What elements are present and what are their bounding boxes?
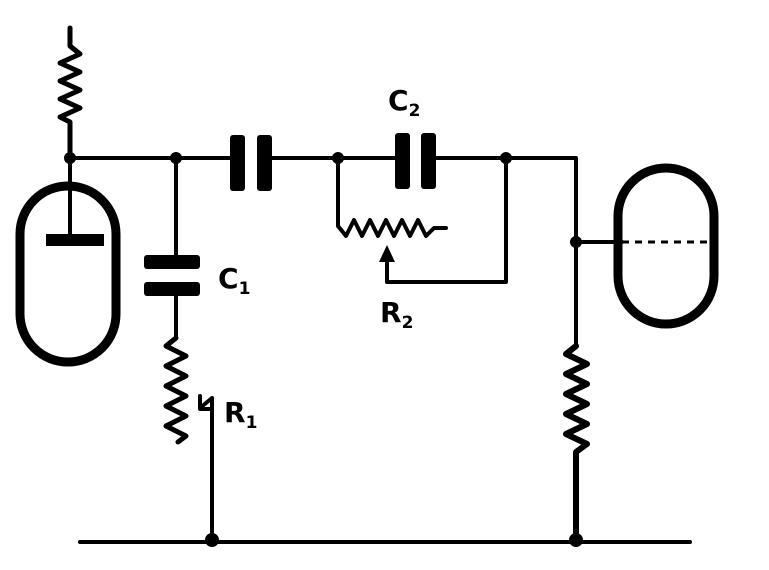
junction-c1 [170,152,182,164]
junction-plate [64,152,76,164]
junction-r2-right [500,152,512,164]
r1-wiper-arrow [198,394,214,411]
label-r1-letter: R [224,396,246,429]
junction-r2-left [332,152,344,164]
label-c2-subscript: 2 [409,101,421,121]
resistor-r1 [163,335,189,445]
label-r1-subscript: 1 [246,413,258,433]
label-c1-subscript: 1 [239,279,251,299]
r2-loop-wire [336,156,508,284]
label-c2: C2 [388,84,420,121]
junction-grid [570,236,582,248]
junction-ground-right [569,533,583,547]
right-tube [613,163,719,329]
resistor-r2 [336,218,448,238]
label-r2-letter: R [380,296,402,329]
label-r2-subscript: 2 [402,313,414,333]
grid-leak-resistor [563,343,590,543]
label-c2-letter: C [388,84,409,117]
plate-load-resistor [57,25,83,161]
label-r2: R2 [380,296,413,333]
r2-wiper-arrow [379,245,395,262]
coupling-capacitor [230,135,272,191]
label-c1-letter: C [218,262,239,295]
label-r1: R1 [224,396,257,433]
capacitor-c2 [395,133,436,189]
top-wire-right [430,156,578,244]
r1-wiper-wire [198,396,214,542]
capacitor-c1 [144,255,200,296]
junction-ground-left [205,533,219,547]
label-c1: C1 [218,262,250,299]
